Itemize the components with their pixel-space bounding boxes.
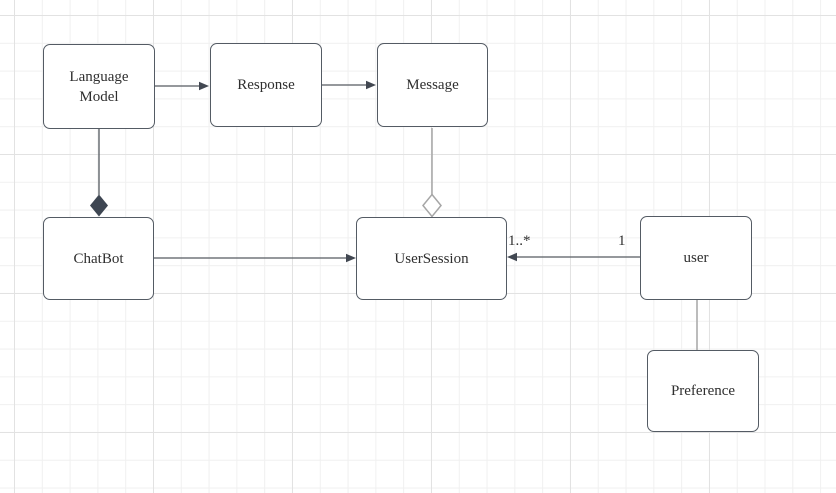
node-label: user bbox=[683, 250, 709, 266]
node-label: Response bbox=[237, 77, 295, 93]
edge-user-usersession[interactable] bbox=[507, 252, 640, 262]
node-label: Language Model bbox=[69, 68, 129, 105]
node-user[interactable]: user bbox=[640, 216, 752, 300]
node-language-model[interactable]: Language Model bbox=[43, 44, 155, 129]
edge-chatbot-usersession[interactable] bbox=[154, 253, 356, 263]
node-message[interactable]: Message bbox=[377, 43, 488, 127]
composition-diamond-icon bbox=[90, 194, 108, 217]
node-label: ChatBot bbox=[73, 250, 124, 267]
edge-message-usersession[interactable] bbox=[422, 128, 442, 218]
node-preference[interactable]: Preference bbox=[647, 350, 759, 432]
node-user-session[interactable]: UserSession bbox=[356, 217, 507, 300]
edge-languagemodel-chatbot[interactable] bbox=[90, 129, 108, 217]
node-response[interactable]: Response bbox=[210, 43, 322, 127]
aggregation-diamond-icon bbox=[422, 193, 442, 218]
edge-languagemodel-response[interactable] bbox=[155, 81, 209, 91]
node-label: UserSession bbox=[394, 250, 469, 267]
arrowhead-icon bbox=[346, 253, 356, 263]
arrowhead-icon bbox=[507, 252, 517, 262]
edge-response-message[interactable] bbox=[322, 80, 376, 90]
arrowhead-icon bbox=[199, 81, 209, 91]
arrowhead-icon bbox=[366, 80, 376, 90]
multiplicity-label-usersession[interactable]: 1..* bbox=[508, 233, 531, 249]
node-label: Preference bbox=[670, 383, 736, 399]
multiplicity-label-user[interactable]: 1 bbox=[618, 233, 626, 249]
node-chatbot[interactable]: ChatBot bbox=[43, 217, 154, 300]
node-label: Message bbox=[406, 77, 459, 93]
